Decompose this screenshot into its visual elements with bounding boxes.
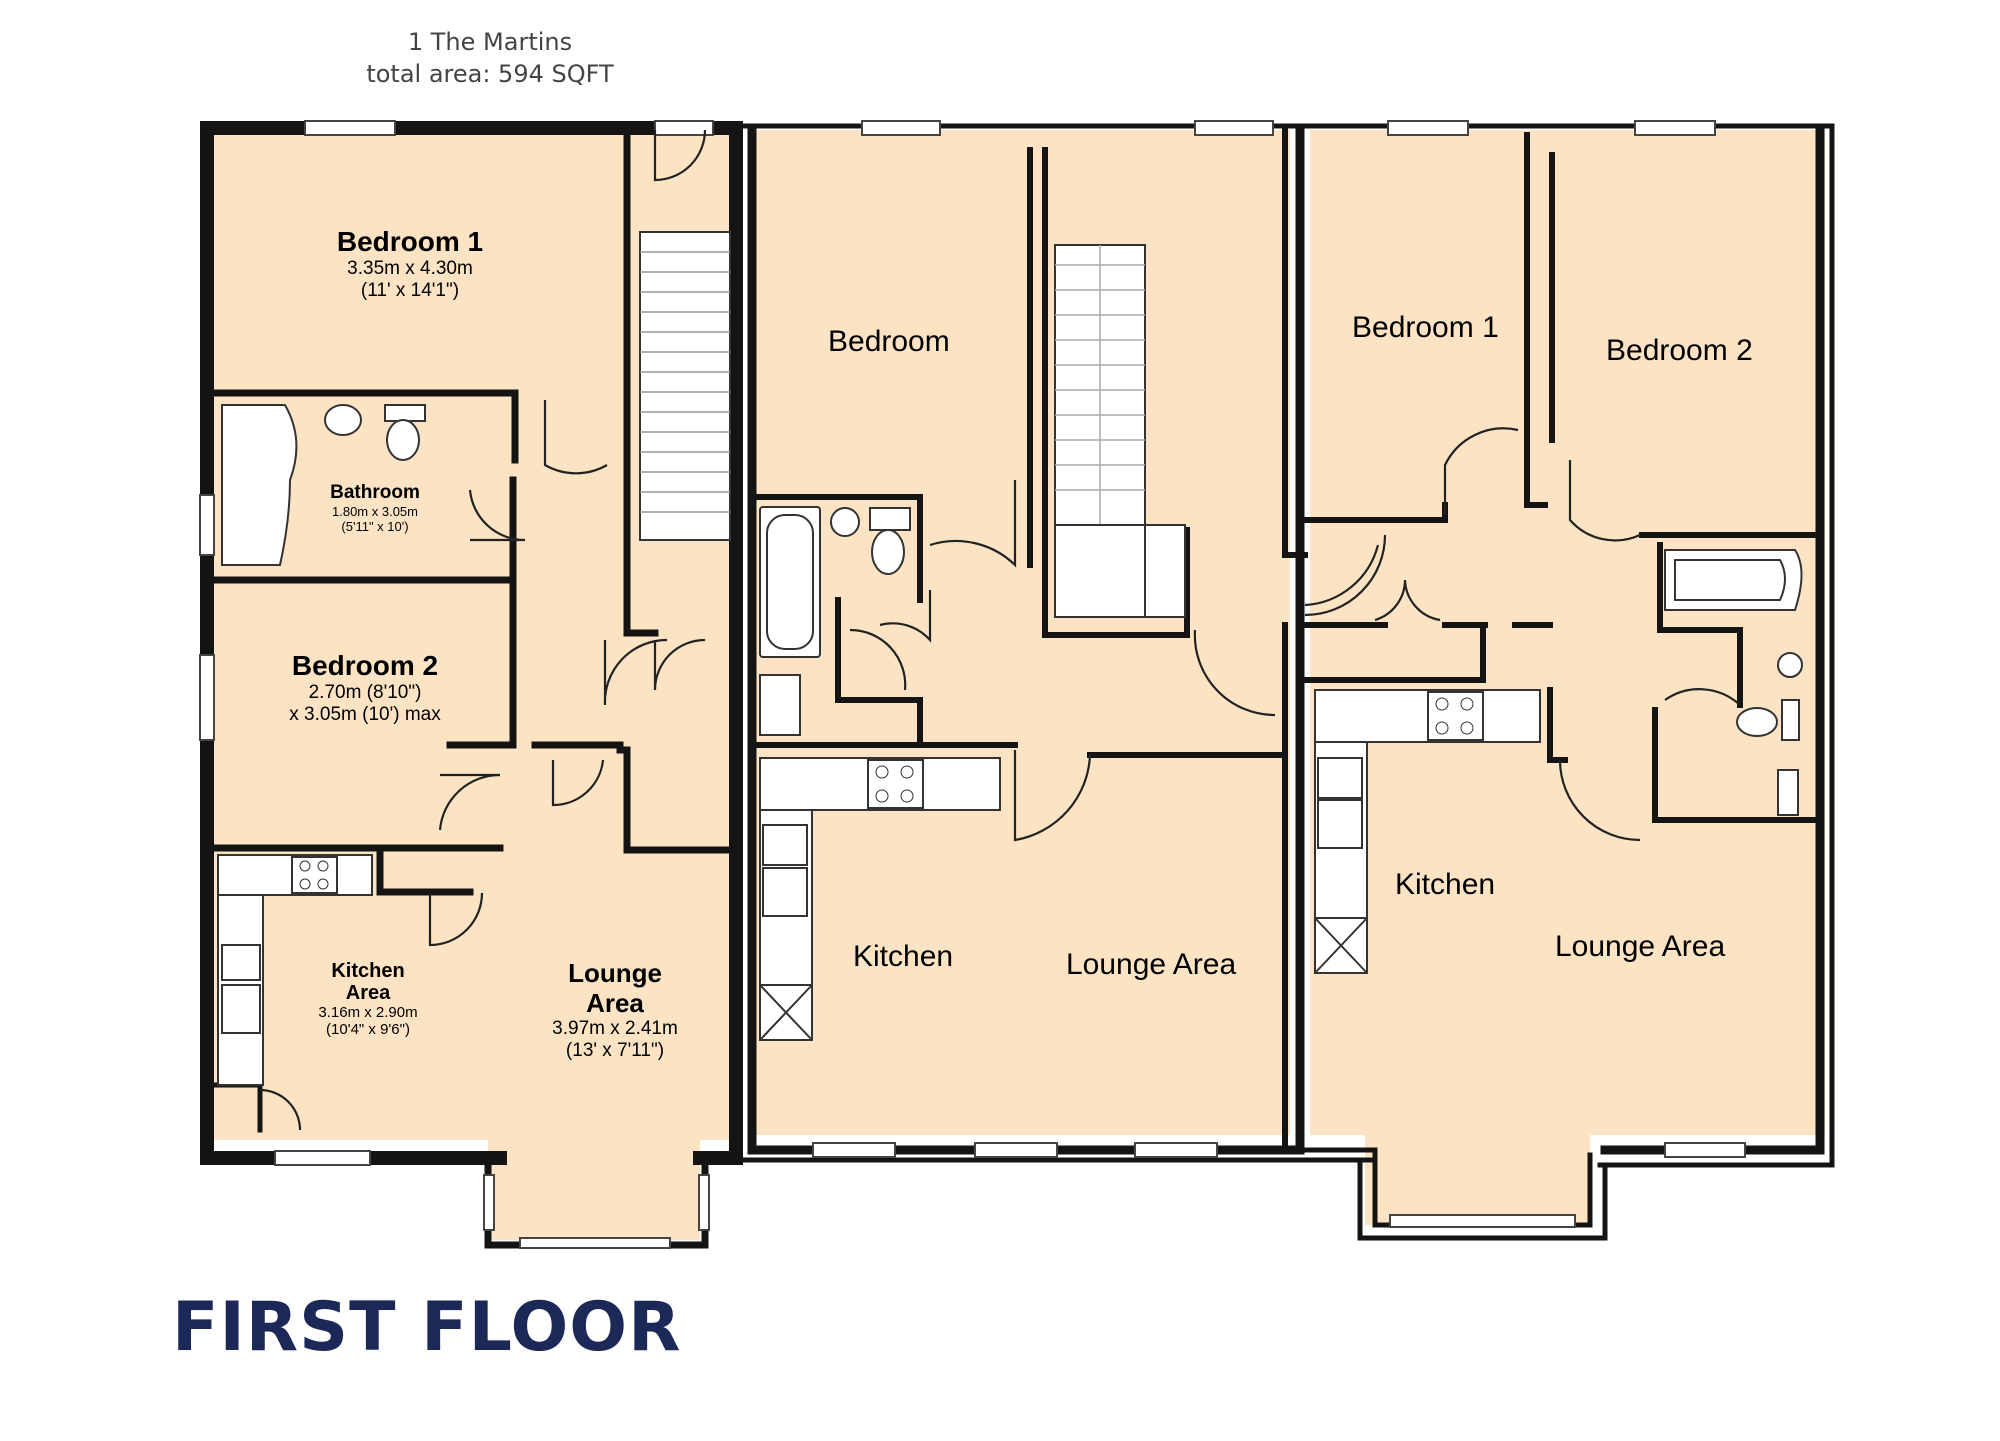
- floor-fills: [205, 130, 1825, 1240]
- property-name: 1 The Martins: [407, 28, 573, 56]
- flat-b-fixtures: [759, 244, 1186, 1041]
- flat-c-walls: [1295, 120, 1835, 1241]
- floor-title: FIRST FLOOR: [172, 1288, 682, 1367]
- flat-b-doors: [849, 480, 1387, 842]
- flat-a-walls: [199, 120, 743, 1249]
- total-area: total area: 594 SQFT: [366, 60, 614, 88]
- flat-a-doors: [259, 129, 707, 1131]
- flat-c-doors: [1304, 427, 1741, 842]
- flat-c-fixtures: [1314, 549, 1803, 974]
- flat-a-fixtures: [217, 231, 731, 1086]
